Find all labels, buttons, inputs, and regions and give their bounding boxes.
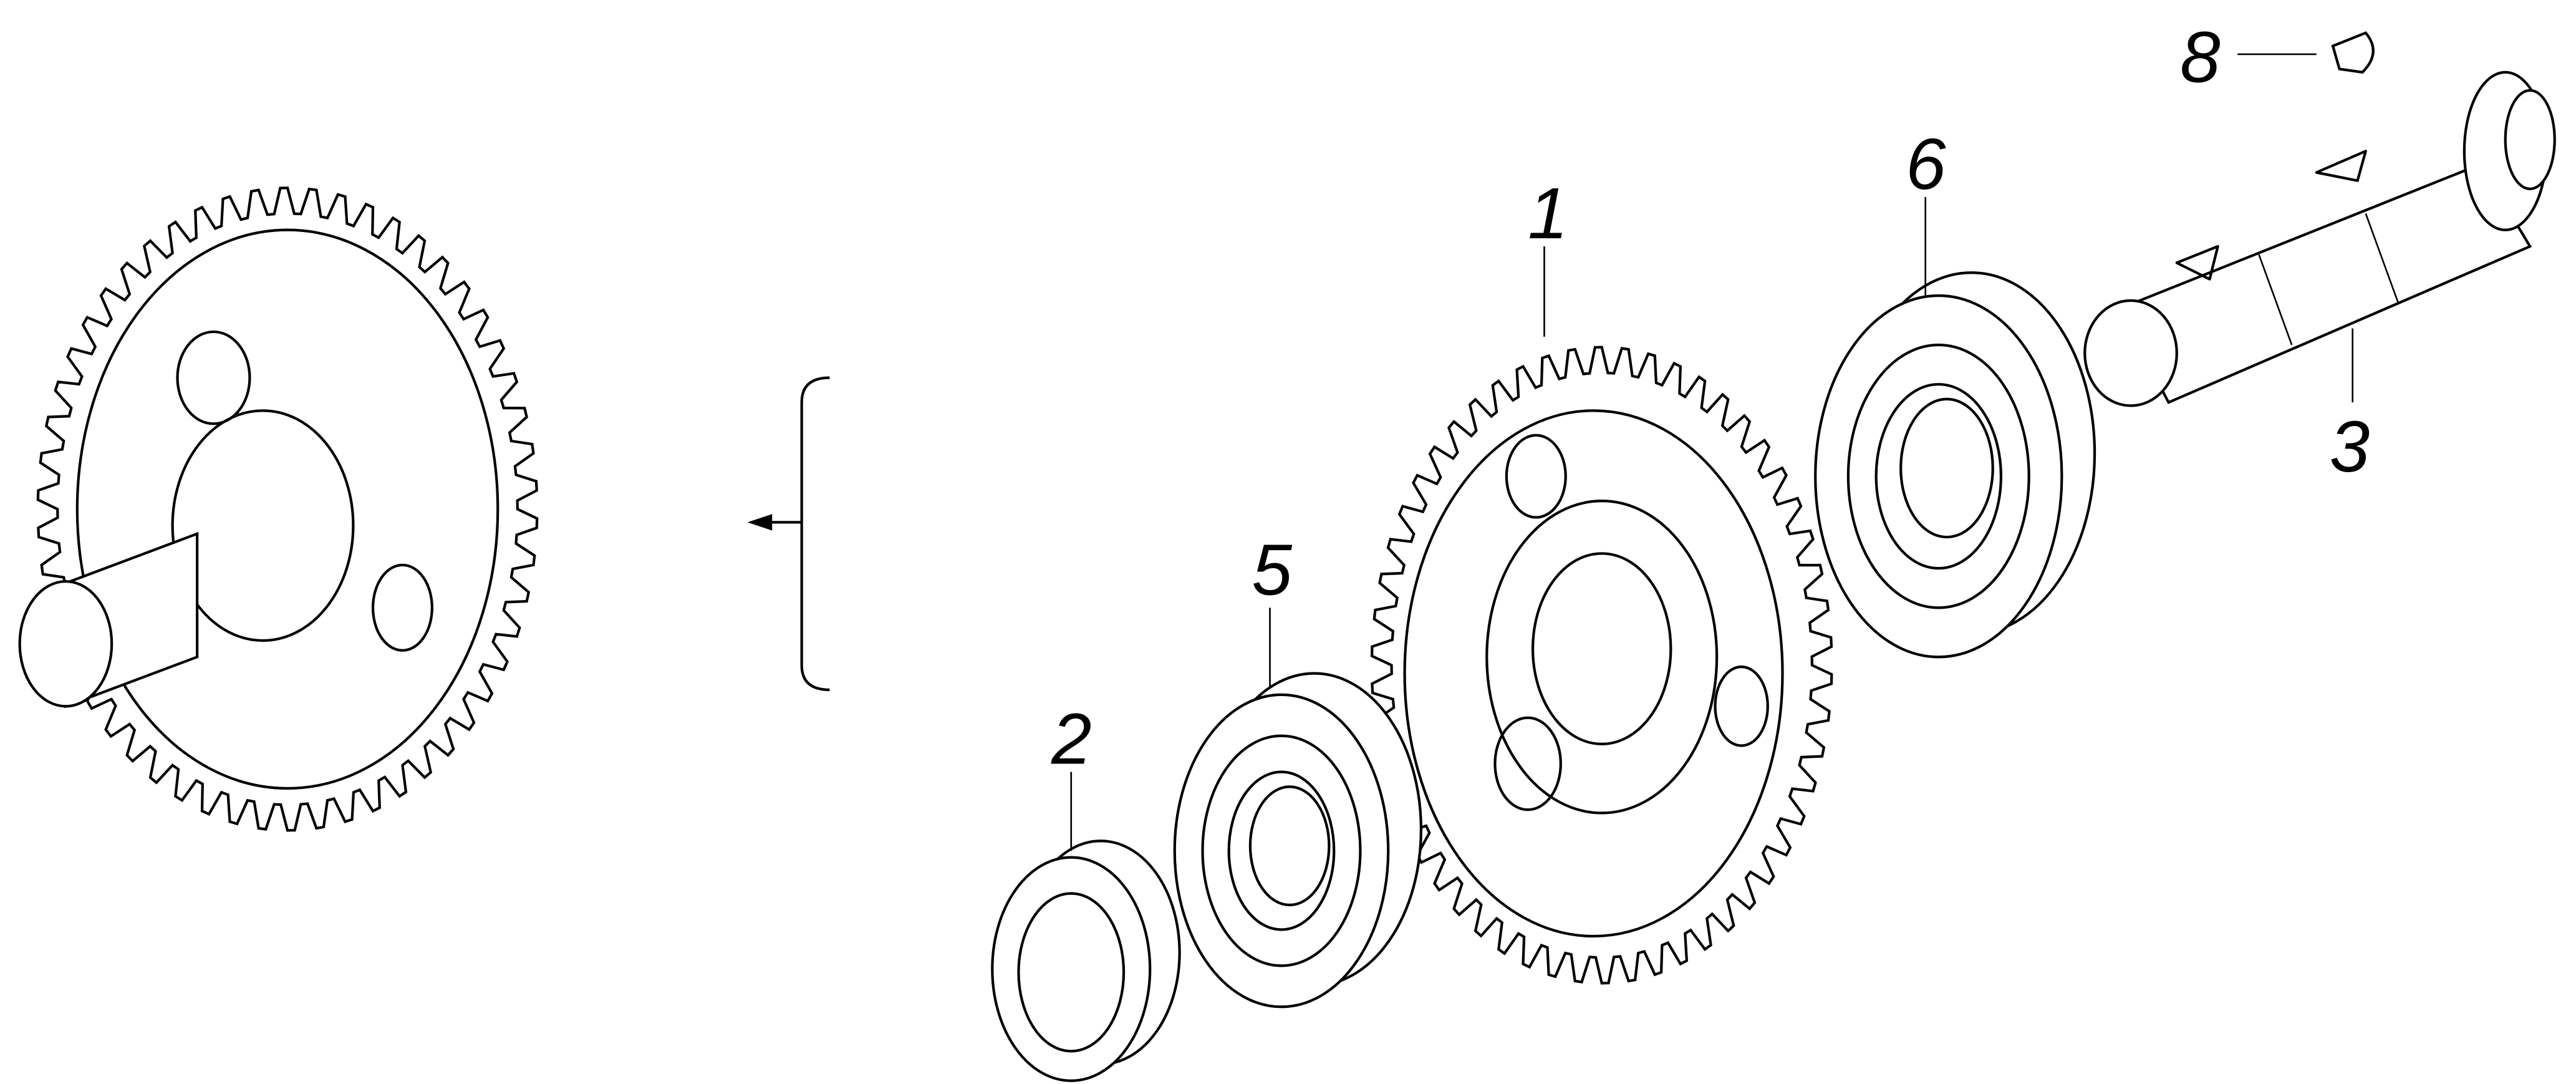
callout-2: 2 [1051,699,1091,780]
assembled-shaft-end [18,580,113,708]
gear-teeth [1370,346,1833,985]
assembly-bracket [747,376,830,692]
assembled-gear-rim [75,228,499,790]
spacer-ring-part-2 [991,840,1181,1082]
assembled-gear-unit [18,186,539,832]
key-part-8 [2331,31,2375,74]
callout-3: 3 [2330,406,2370,487]
bearing-part-6 [1814,271,2096,659]
callout-8: 8 [2180,17,2220,98]
callout-6: 6 [1906,123,1946,205]
arrow-left-icon [747,514,773,531]
assembled-gear-hole [176,330,251,425]
callout-5: 5 [1252,529,1293,610]
callout-1: 1 [1528,173,1568,254]
assembled-bearing [171,409,355,642]
assembled-gear-hole [371,563,433,652]
shaft-part-3 [2083,70,2556,407]
gear-part-1 [1370,346,1833,985]
assembled-gear-teeth [36,186,539,832]
bearing-part-5 [1173,672,1423,1009]
leader-lines [1070,53,2354,851]
